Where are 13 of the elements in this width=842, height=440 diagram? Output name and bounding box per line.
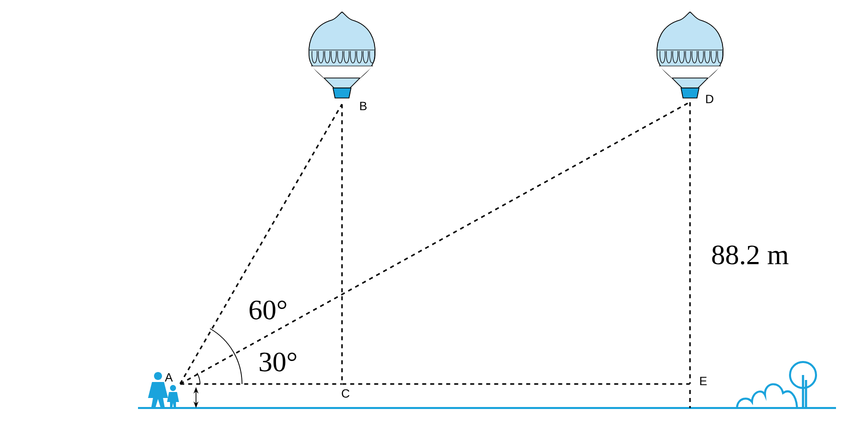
- measure-label: 88.2 m: [710, 244, 790, 266]
- dashed-line: [342, 383, 690, 385]
- measure-label: 60°: [247, 300, 289, 320]
- dashed-line: [180, 101, 690, 385]
- point-label: B: [360, 102, 367, 110]
- point-label: D: [706, 94, 714, 104]
- point-label: C: [342, 389, 350, 398]
- dashed-line: [180, 383, 342, 385]
- point-label: E: [700, 376, 707, 386]
- dashed-line: [179, 104, 343, 384]
- point-label: A: [164, 373, 173, 382]
- dashed-line: [689, 102, 691, 384]
- measure-label: 30°: [257, 352, 299, 372]
